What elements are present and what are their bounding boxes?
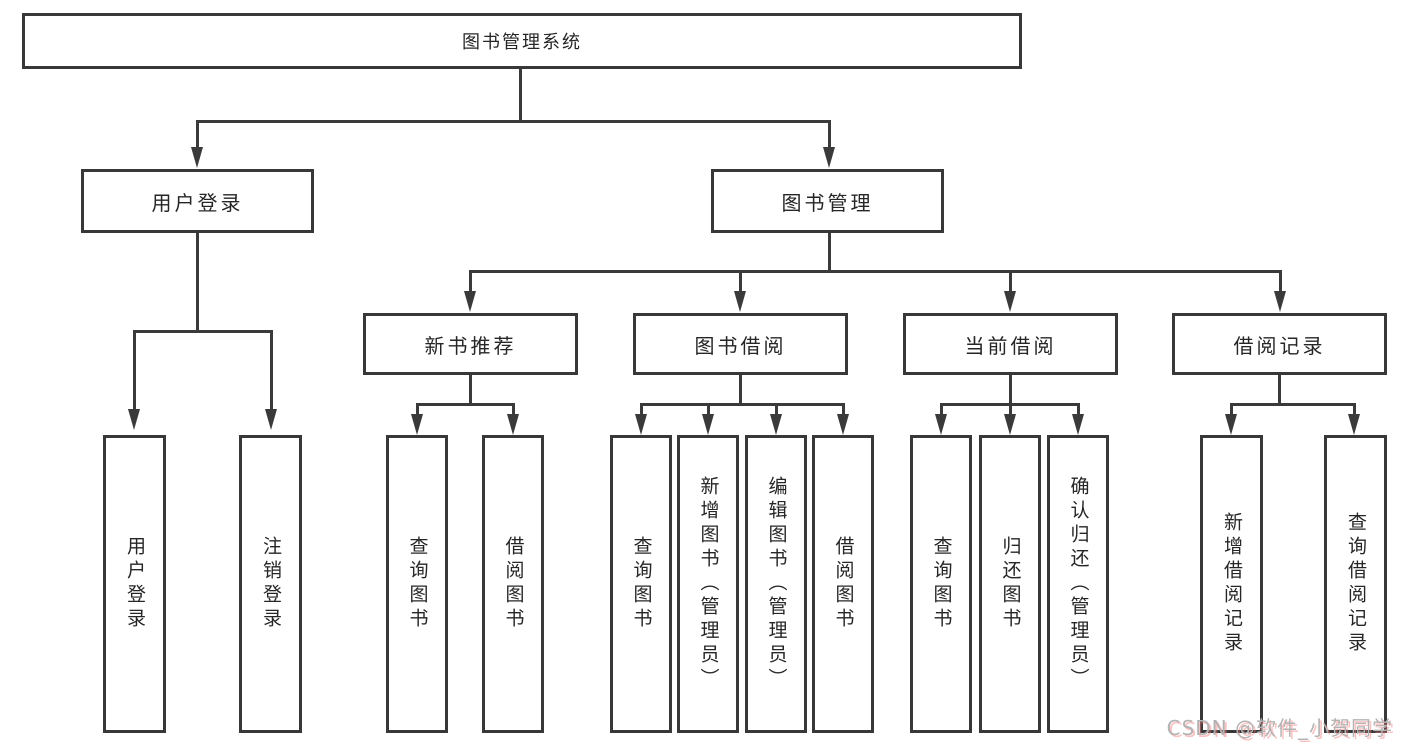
connector-book-management-stub	[828, 233, 831, 270]
connector-user-login-bar	[133, 330, 273, 333]
leaf-label: 新增图书（管理员）	[697, 476, 720, 692]
connector-drop	[1077, 403, 1080, 415]
leaf-add-books-admin: 新增图书（管理员）	[677, 435, 739, 733]
connector-root-stub	[519, 69, 522, 120]
arrow-down-icon	[635, 414, 647, 435]
arrow-down-icon	[191, 147, 203, 168]
leaf-confirm-return-admin: 确认归还（管理员）	[1047, 435, 1109, 733]
connector-level2-bar	[196, 120, 831, 123]
connector-drop-user-login	[196, 120, 199, 148]
arrow-down-icon	[1004, 414, 1016, 435]
arrow-down-icon	[1225, 414, 1237, 435]
connector-drop	[416, 403, 419, 415]
arrow-down-icon	[1348, 414, 1360, 435]
node-book-management: 图书管理	[711, 169, 944, 233]
connector-new-book-stub	[469, 375, 472, 403]
connector-drop	[707, 403, 710, 415]
leaf-label: 查询图书	[930, 536, 953, 632]
arrow-down-icon	[837, 414, 849, 435]
node-label: 借阅记录	[1233, 333, 1326, 358]
leaf-label: 查询借阅记录	[1345, 512, 1367, 656]
node-label: 新书推荐	[424, 333, 517, 358]
leaf-query-borrow-record: 查询借阅记录	[1324, 435, 1387, 733]
leaf-add-borrow-record: 新增借阅记录	[1200, 435, 1263, 733]
connector-drop-borrowing-records	[1279, 270, 1282, 292]
connector-drop	[1230, 403, 1233, 415]
watermark: CSDN @软件_小贺同学	[1166, 716, 1393, 740]
connector-borrowing-records-stub	[1278, 375, 1281, 403]
leaf-logout-login: 注销登录	[239, 435, 302, 733]
node-book-borrowing: 图书借阅	[633, 313, 848, 375]
leaf-label: 编辑图书（管理员）	[765, 476, 788, 692]
node-library-management-system: 图书管理系统	[22, 13, 1022, 69]
leaf-query-books-recommend: 查询图书	[386, 435, 448, 733]
arrow-down-icon	[734, 291, 746, 312]
connector-drop-new-book	[469, 270, 472, 292]
leaf-query-books-current: 查询图书	[910, 435, 972, 733]
node-label: 图书管理	[781, 190, 874, 215]
leaf-label: 借阅图书	[832, 536, 855, 632]
leaf-return-books: 归还图书	[979, 435, 1041, 733]
leaf-user-login: 用户登录	[103, 435, 166, 733]
connector-current-borrowing-stub	[1009, 375, 1012, 403]
arrow-down-icon	[702, 414, 714, 435]
arrow-down-icon	[1004, 291, 1016, 312]
leaf-edit-books-admin: 编辑图书（管理员）	[745, 435, 807, 733]
arrow-down-icon	[1072, 414, 1084, 435]
arrow-down-icon	[464, 291, 476, 312]
node-label: 图书借阅	[694, 333, 787, 358]
node-borrowing-records: 借阅记录	[1172, 313, 1387, 375]
connector-drop	[842, 403, 845, 415]
leaf-borrow-books-borrowing: 借阅图书	[812, 435, 874, 733]
connector-drop-book-management	[828, 120, 831, 148]
node-label: 用户登录	[151, 190, 244, 215]
node-user-login: 用户登录	[81, 169, 314, 233]
connector-user-login-stub	[196, 233, 199, 330]
leaf-label: 用户登录	[124, 536, 146, 632]
leaf-label: 新增借阅记录	[1221, 512, 1243, 656]
connector-drop	[1009, 403, 1012, 415]
node-label: 图书管理系统	[462, 32, 582, 53]
arrow-down-icon	[411, 414, 423, 435]
connector-drop-book-borrowing	[739, 270, 742, 292]
arrow-down-icon	[935, 414, 947, 435]
connector-drop	[1353, 403, 1356, 415]
leaf-borrow-books-recommend: 借阅图书	[482, 435, 544, 733]
leaf-label: 借阅图书	[502, 536, 525, 632]
node-new-book-recommendation: 新书推荐	[363, 313, 578, 375]
leaf-label: 查询图书	[630, 536, 653, 632]
connector-drop	[940, 403, 943, 415]
arrow-down-icon	[507, 414, 519, 435]
connector-drop-leaf-logout	[270, 330, 273, 410]
connector-level3-bar	[469, 270, 1282, 273]
connector-drop-current-borrowing	[1009, 270, 1012, 292]
leaf-query-books-borrowing: 查询图书	[610, 435, 672, 733]
arrow-down-icon	[770, 414, 782, 435]
connector-book-borrowing-stub	[739, 375, 742, 403]
arrow-down-icon	[1274, 291, 1286, 312]
arrow-down-icon	[823, 147, 835, 168]
connector-book-borrowing-bar	[640, 403, 845, 406]
leaf-label: 确认归还（管理员）	[1067, 476, 1090, 692]
connector-drop	[775, 403, 778, 415]
connector-borrowing-records-bar	[1230, 403, 1356, 406]
leaf-label: 归还图书	[999, 536, 1022, 632]
connector-drop	[512, 403, 515, 415]
connector-drop	[640, 403, 643, 415]
node-current-borrowing: 当前借阅	[903, 313, 1118, 375]
arrow-down-icon	[128, 409, 140, 430]
leaf-label: 注销登录	[260, 536, 282, 632]
arrow-down-icon	[265, 409, 277, 430]
node-label: 当前借阅	[964, 333, 1057, 358]
connector-new-book-bar	[416, 403, 515, 406]
connector-drop-leaf-user-login	[133, 330, 136, 410]
leaf-label: 查询图书	[406, 536, 429, 632]
